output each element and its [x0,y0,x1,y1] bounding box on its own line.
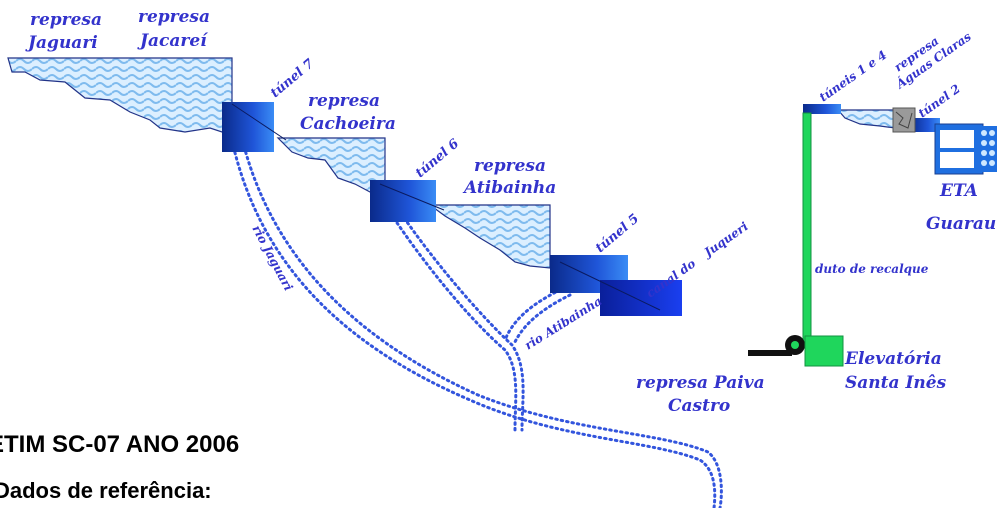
label-duto-de-recalque: duto de recalque [815,262,929,276]
pump-station-building [804,335,844,367]
label-rio-jaguari: rio Jaguari [249,223,296,294]
tunnel-5-line [559,261,661,311]
label-represa-cachoeira: represa Cachoeira [300,91,396,134]
tunnel-6-line [379,183,445,211]
tunnel-7-line [231,103,287,141]
label-eta-guarau: ETA Guarau [926,181,996,234]
footer-subtitle: Dados de referência: [0,478,212,503]
label-represa-aguas-claras: represa Águas Claras [884,17,974,92]
tunnel-2 [910,118,940,132]
label-rio-atibainha: rio Atibainha [522,294,604,353]
label-represa-jacarei: represa Jacareí [137,7,216,51]
label-elevatoria-santa-ines: Elevatória Santa Inês [844,349,948,393]
aguas-claras-dam-icon [892,107,916,133]
label-tunel-6: túnel 6 [413,136,462,181]
reservoir-atibainha-water [428,204,551,269]
label-tunel-2: túnel 2 [916,82,963,121]
reservoir-cachoeira-water [276,137,386,201]
tunnel-7 [222,102,274,152]
label-tuneis-1-e-4: túneis 1 e 4 [817,48,890,105]
canal-juqueri-block [600,280,682,316]
river-jaguari-course [226,118,723,508]
label-represa-atibainha: represa Atibainha [462,156,556,198]
label-juqueri: Juqueri [700,219,751,261]
tunnel-6 [370,180,436,222]
footer-title: ETIM SC-07 ANO 2006 [0,431,239,458]
pump-intake [748,350,792,356]
pumping-pipe [802,112,812,346]
river-atibainha-course [380,198,525,432]
label-represa-jaguari: represa Jaguari [25,10,108,53]
label-tunel-5: túnel 5 [593,211,642,256]
label-represa-paiva-castro: represa Paiva Castro [636,373,771,416]
reservoir-jaguari-jacarei-water [7,57,233,133]
tunnel-1-4 [803,104,841,114]
eta-treatment-plant-icon [934,123,997,175]
